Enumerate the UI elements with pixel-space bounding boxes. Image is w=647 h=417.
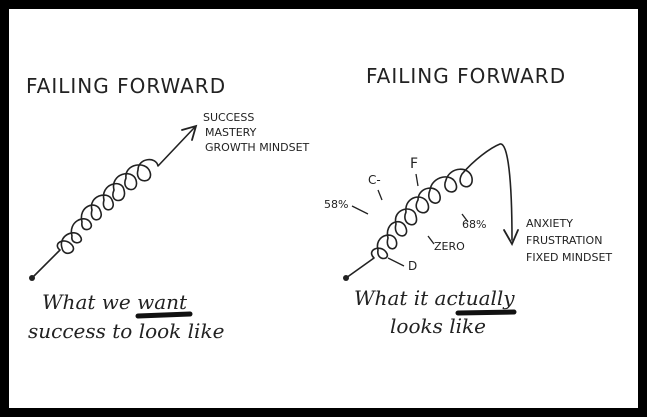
grade-tick-c-minus bbox=[377, 189, 383, 201]
grade-tick-f bbox=[415, 173, 419, 187]
grade-tick-d bbox=[387, 257, 405, 267]
left-outcome-3: GROWTH MINDSET bbox=[205, 141, 310, 154]
left-title: FAILING FORWARD bbox=[26, 74, 226, 98]
left-start-dot bbox=[29, 275, 35, 281]
left-panel: FAILING FORWARD SUCCESS MASTERY GROWTH M… bbox=[26, 74, 310, 343]
right-underline bbox=[455, 309, 517, 316]
left-caption-line1: What we want bbox=[42, 290, 188, 314]
right-outcome-2: FRUSTRATION bbox=[526, 234, 602, 247]
right-title: FAILING FORWARD bbox=[366, 64, 566, 88]
right-start-dot bbox=[343, 275, 349, 281]
left-outcome-1: SUCCESS bbox=[203, 111, 254, 124]
right-panel: FAILING FORWARD 58% C- F 68% ZERO D ANXI… bbox=[324, 64, 612, 338]
left-caption-line2: success to look like bbox=[28, 319, 224, 343]
left-arrowhead bbox=[181, 124, 198, 141]
right-outcome-1: ANXIETY bbox=[526, 217, 573, 230]
grade-tick-68 bbox=[461, 213, 469, 223]
left-squiggle-path bbox=[31, 127, 195, 279]
right-caption-line2: looks like bbox=[390, 314, 486, 338]
right-outcome-3: FIXED MINDSET bbox=[526, 251, 612, 264]
grade-label-c-minus: C- bbox=[368, 173, 381, 187]
grade-label-zero: ZERO bbox=[434, 240, 465, 253]
grade-tick-58 bbox=[351, 205, 369, 215]
grade-label-f: F bbox=[410, 156, 418, 172]
left-outcome-2: MASTERY bbox=[205, 126, 257, 139]
left-underline bbox=[135, 311, 193, 319]
right-caption-line1: What it actually bbox=[354, 286, 515, 310]
grade-tick-zero bbox=[427, 235, 435, 245]
right-arrowhead bbox=[503, 229, 519, 247]
grade-label-58: 58% bbox=[324, 198, 348, 211]
right-squiggle-path bbox=[345, 143, 513, 279]
grade-label-d: D bbox=[408, 259, 417, 273]
